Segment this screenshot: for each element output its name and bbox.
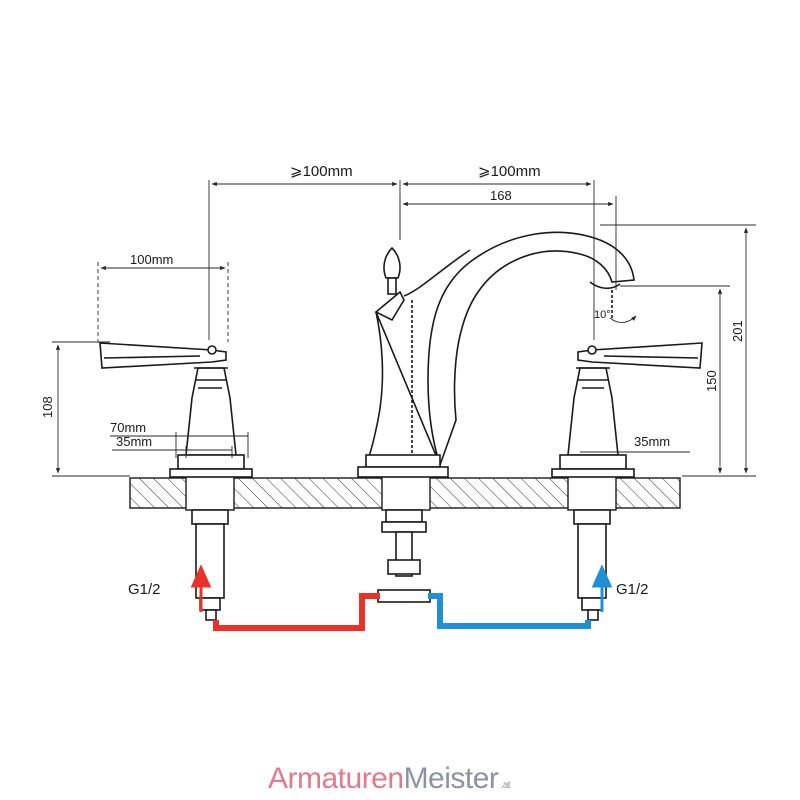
spout-height-label: 150 xyxy=(704,370,719,392)
top-right-clearance-label: ⩾100mm xyxy=(478,163,541,180)
dimension-arrows xyxy=(55,181,749,474)
brand-logo: ArmaturenMeister.at xyxy=(268,762,511,796)
hot-water-pipe xyxy=(190,564,380,631)
dimension-labels: ⩾100mm ⩾100mm 168 100mm 201 150 108 70mm… xyxy=(40,163,745,598)
logo-part-meister: Meister xyxy=(403,762,499,795)
cold-arrow-icon xyxy=(591,564,613,612)
right-thread-label: G1/2 xyxy=(616,581,649,598)
hot-arrow-icon xyxy=(190,564,212,612)
total-height-label: 201 xyxy=(730,320,745,342)
spout-reach-label: 168 xyxy=(490,188,512,203)
center-spout xyxy=(357,231,635,603)
base-diameter-label: 70mm xyxy=(110,420,146,435)
left-thread-label: G1/2 xyxy=(128,581,161,598)
top-left-clearance-label: ⩾100mm xyxy=(290,163,353,180)
stem-diameter-right-label: 35mm xyxy=(634,434,670,449)
handle-height-label: 108 xyxy=(40,396,55,418)
logo-part-armaturen: Armaturen xyxy=(268,762,404,795)
logo-suffix: .at xyxy=(500,780,511,791)
spout-angle-label: 10° xyxy=(594,309,611,321)
stem-diameter-left-label: 35mm xyxy=(116,434,152,449)
handle-spacing-label: 100mm xyxy=(130,252,173,267)
extension-lines xyxy=(52,180,756,477)
countertop xyxy=(129,475,681,511)
cold-water-pipe xyxy=(428,564,613,629)
